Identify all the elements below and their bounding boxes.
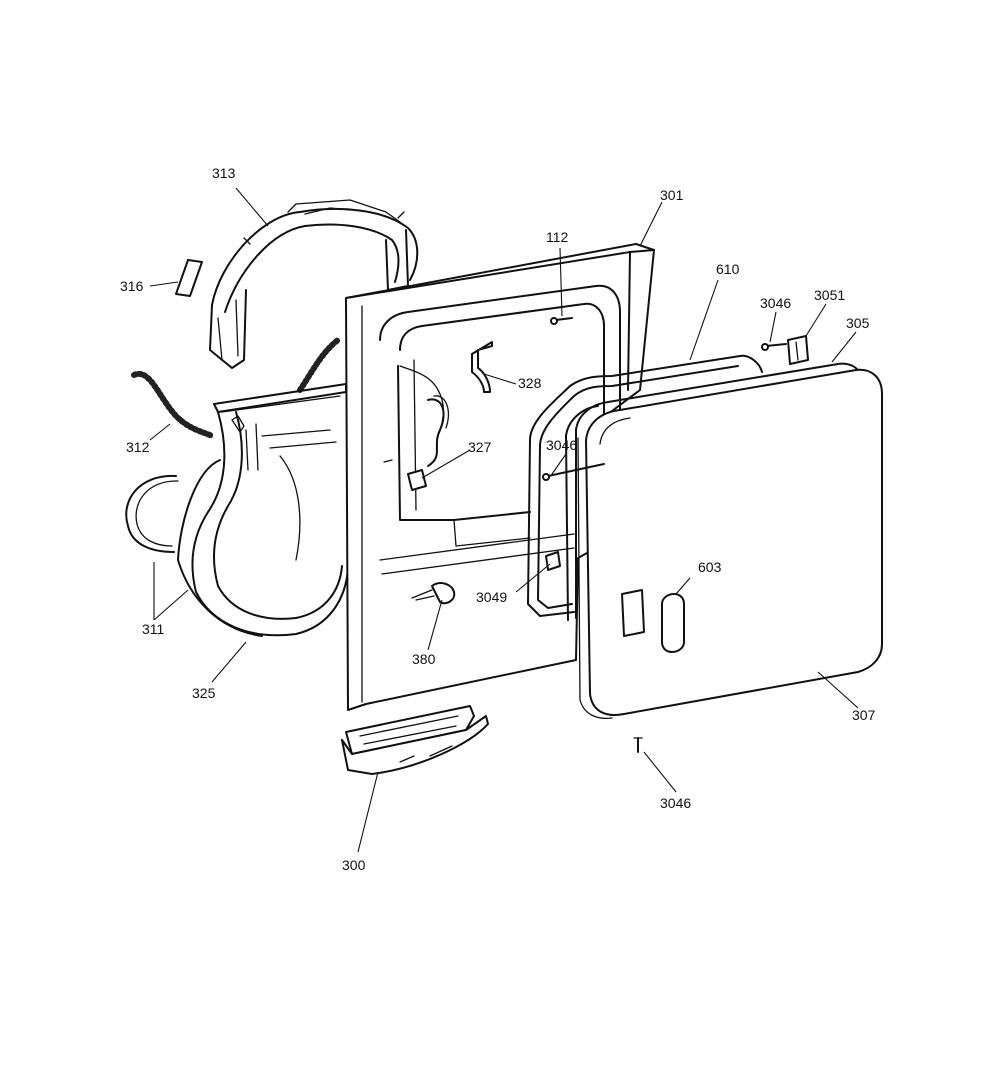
callout-313: 313 (212, 165, 236, 181)
part-380-button (411, 582, 456, 605)
part-3046-door-screw (542, 463, 605, 481)
callout-300: 300 (342, 857, 366, 873)
callout-316: 316 (120, 278, 144, 294)
part-3046-hinge-screw (761, 343, 787, 351)
part-325-duct-panel (177, 383, 349, 637)
callout-3046-hinge: 3046 (760, 295, 791, 311)
part-307-outer-door (577, 368, 883, 720)
part-300-bezel (341, 705, 489, 775)
part-328-clip (471, 341, 493, 393)
part-3049-latch (545, 551, 561, 571)
part-610-door-gasket (527, 354, 763, 617)
part-312-felt-seal (131, 337, 341, 439)
callout-301: 301 (660, 187, 684, 203)
callout-380: 380 (412, 651, 436, 667)
part-3051-hinge (787, 335, 809, 365)
part-316-felt-pad (175, 259, 203, 297)
callout-610: 610 (716, 261, 740, 277)
part-112-screw (550, 317, 573, 325)
callout-3049: 3049 (476, 589, 507, 605)
leader-lines (149, 187, 859, 853)
callout-311: 311 (142, 621, 165, 637)
callout-3051: 3051 (814, 287, 845, 303)
callout-3046-door: 3046 (546, 437, 577, 453)
callout-112: 112 (546, 229, 569, 245)
callout-328: 328 (518, 375, 542, 391)
callout-312: 312 (126, 439, 150, 455)
part-603-door-handle (621, 589, 685, 653)
callout-305: 305 (846, 315, 870, 331)
callout-325: 325 (192, 685, 216, 701)
callout-603: 603 (698, 559, 722, 575)
callout-labels: 313 301 112 610 316 3046 3051 305 328 31… (120, 165, 876, 873)
callout-307: 307 (852, 707, 876, 723)
part-3046-bottom-screw (633, 737, 643, 753)
part-311-wire-ring (125, 474, 179, 553)
callout-3046-bottom: 3046 (660, 795, 691, 811)
part-313-bulkhead (209, 199, 419, 369)
part-327-door-switch (383, 395, 449, 491)
callout-327: 327 (468, 439, 492, 455)
